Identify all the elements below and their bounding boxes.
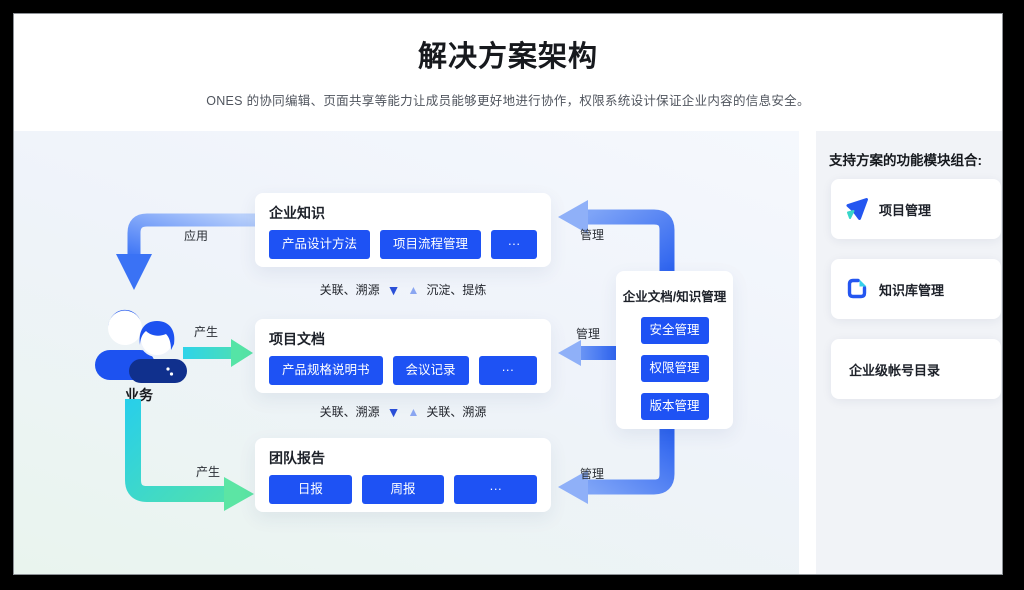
manage-arrow-top-icon (558, 200, 675, 275)
wiki-icon (847, 278, 867, 299)
produce-arrow-bottom-label: 产生 (196, 465, 221, 479)
relation-1-left-label: 关联、溯源 (319, 283, 380, 297)
manage-arrow-bottom-icon (558, 429, 675, 504)
modules-sidebar: 支持方案的功能模块组合: 项目管理 知识库管理 企业级帐号目录 (816, 131, 1002, 574)
relation-2-right-label: 关联、溯源 (426, 405, 487, 419)
module-label: 企业级帐号目录 (849, 362, 941, 378)
apply-arrow-label: 应用 (184, 229, 209, 243)
project-docs-box-title: 项目文档 (269, 331, 325, 347)
page-subtitle: ONES 的协同编辑、页面共享等能力让成员能够更好地进行协作，权限系统设计保证企… (206, 94, 810, 108)
triangle-up-icon: ▲ (407, 404, 420, 419)
relation-1-right-label: 沉淀、提炼 (426, 283, 487, 297)
relation-row-1: 关联、溯源 ▼ ▲ 沉淀、提炼 (255, 281, 551, 298)
knowledge-box-title: 企业知识 (269, 205, 325, 221)
chip-product-spec: 产品规格说明书 (269, 356, 383, 385)
chip-permission-mgmt: 权限管理 (640, 355, 709, 382)
produce-arrow-mid-label: 产生 (194, 325, 219, 339)
content-card: 解决方案架构 ONES 的协同编辑、页面共享等能力让成员能够更好地进行协作，权限… (13, 13, 1003, 575)
header: 解决方案架构 ONES 的协同编辑、页面共享等能力让成员能够更好地进行协作，权限… (14, 14, 1002, 109)
chip-meeting-notes: 会议记录 (392, 356, 469, 385)
manage-arrow-mid-label: 管理 (576, 327, 601, 341)
manage-arrow-bottom-label: 管理 (580, 467, 605, 481)
chip-project-process-mgmt: 项目流程管理 (380, 230, 482, 259)
team-reports-chip-row: 日报 周报 ··· (269, 475, 538, 504)
enterprise-docs-mgmt-box: 企业文档/知识管理 安全管理 权限管理 版本管理 (616, 271, 733, 429)
page-title: 解决方案架构 (417, 41, 598, 73)
team-reports-box: 团队报告 日报 周报 ··· (255, 438, 551, 512)
manage-arrow-top-label: 管理 (580, 228, 605, 242)
module-card-wiki-mgmt[interactable]: 知识库管理 (831, 259, 1001, 319)
relation-2-left-label: 关联、溯源 (319, 405, 380, 419)
relation-row-2: 关联、溯源 ▼ ▲ 关联、溯源 (255, 403, 551, 420)
chip-reports-more: ··· (454, 475, 538, 504)
manage-arrow-mid-icon (558, 340, 617, 366)
project-icon (846, 198, 868, 220)
project-docs-chip-row: 产品规格说明书 会议记录 ··· (269, 356, 537, 385)
modules-heading: 支持方案的功能模块组合: (829, 153, 982, 168)
produce-arrow-mid-icon (183, 339, 253, 367)
module-card-project-mgmt[interactable]: 项目管理 (831, 179, 1001, 239)
enterprise-docs-mgmt-title: 企业文档/知识管理 (622, 290, 727, 304)
module-card-account-directory[interactable]: 企业级帐号目录 (831, 339, 1001, 399)
chip-knowledge-more: ··· (491, 230, 537, 259)
triangle-down-icon: ▼ (386, 403, 401, 420)
chip-weekly-report: 周报 (361, 475, 445, 504)
knowledge-box: 企业知识 产品设计方法 项目流程管理 ··· (255, 193, 551, 267)
chip-docs-more: ··· (478, 356, 537, 385)
solution-diagram-panel: 应用 业务 产生 (14, 131, 799, 574)
produce-arrow-bottom-icon (125, 399, 254, 511)
triangle-down-icon: ▼ (386, 281, 401, 298)
enterprise-docs-mgmt-chips: 安全管理 权限管理 版本管理 (616, 317, 733, 420)
project-docs-box: 项目文档 产品规格说明书 会议记录 ··· (255, 319, 551, 393)
module-label: 知识库管理 (879, 282, 945, 298)
module-label: 项目管理 (879, 202, 932, 218)
team-reports-box-title: 团队报告 (269, 450, 325, 466)
knowledge-chip-row: 产品设计方法 项目流程管理 ··· (269, 230, 537, 259)
module-list: 项目管理 知识库管理 企业级帐号目录 (831, 179, 1001, 399)
business-users-icon (95, 309, 187, 383)
chip-product-design-method: 产品设计方法 (269, 230, 371, 259)
chip-version-mgmt: 版本管理 (640, 393, 709, 420)
apply-arrow-icon (116, 213, 258, 290)
chip-security-mgmt: 安全管理 (640, 317, 709, 344)
chip-daily-report: 日报 (269, 475, 352, 504)
triangle-up-icon: ▲ (407, 282, 420, 297)
